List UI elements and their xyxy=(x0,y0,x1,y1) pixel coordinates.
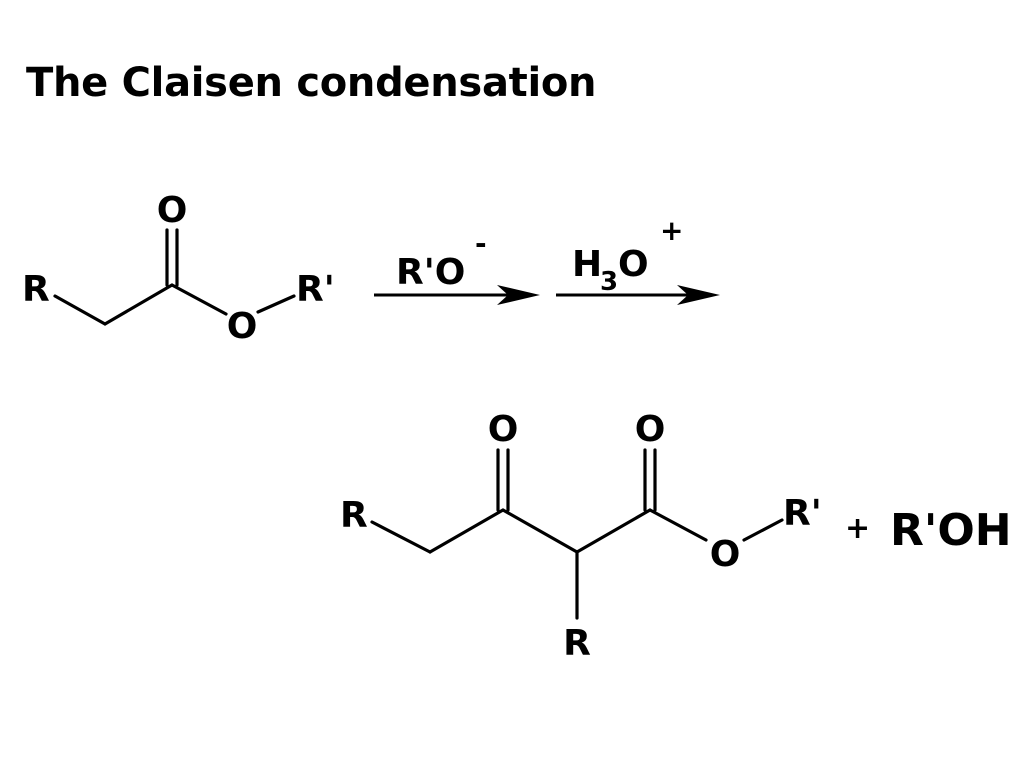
product-r-prime-label: R' xyxy=(783,493,822,534)
bond-ester-o-r-prime-product xyxy=(742,518,784,542)
product-r-alpha-label: R xyxy=(563,623,591,664)
reactant-r-prime-label: R' xyxy=(296,269,335,310)
bond-alpha-ester-carbonyl xyxy=(575,508,652,554)
plus-sign: + xyxy=(845,511,870,546)
bond-carbonyl-ester-o xyxy=(170,283,228,316)
byproduct: + R'OH xyxy=(845,505,1012,556)
step1-charge: - xyxy=(475,227,487,260)
bond-ester-carbonyl-o xyxy=(648,508,708,542)
step2-subscript: 3 xyxy=(600,267,618,297)
step2-h: H xyxy=(572,244,602,285)
reactant-ester-o-label: O xyxy=(227,306,258,347)
reactant-carbonyl-o-label: O xyxy=(157,190,188,231)
bond-ester-o-r-prime xyxy=(256,294,296,314)
byproduct-formula: R'OH xyxy=(890,505,1012,556)
bond-r-ch2-product xyxy=(370,520,432,554)
step2-charge: + xyxy=(660,214,683,247)
bond-ketone-alpha xyxy=(501,508,579,554)
product-beta-keto-ester: R O O O R' R xyxy=(340,409,822,664)
step2-o: O xyxy=(618,244,649,285)
bond-r-ch2 xyxy=(53,294,107,326)
product-ester-carbonyl-o-label: O xyxy=(635,409,666,450)
bond-ch2-carbonyl xyxy=(103,283,174,326)
step1-arrow: R'O - xyxy=(374,227,540,305)
step2-arrow: H 3 O + xyxy=(556,214,720,305)
bond-ch2-ketone xyxy=(428,508,505,554)
product-ketone-o-label: O xyxy=(488,409,519,450)
reactant-ester: R O O R' xyxy=(22,190,335,347)
product-r-left-label: R xyxy=(340,495,368,536)
page-title: The Claisen condensation xyxy=(26,60,597,106)
product-ester-o-label: O xyxy=(710,534,741,575)
step1-reagent-label: R'O xyxy=(396,252,465,293)
step1-reagent: R'O xyxy=(396,252,465,293)
reactant-r-label: R xyxy=(22,269,50,310)
arrow-1-head xyxy=(497,285,540,305)
arrow-2-head xyxy=(677,285,720,305)
